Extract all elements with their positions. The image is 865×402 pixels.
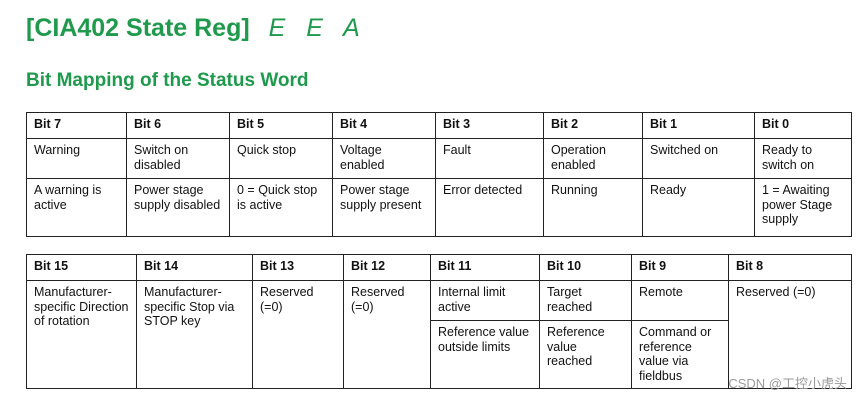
bit-header: Bit 7 [26,112,127,139]
bit-name-cell: Switched on [642,138,755,179]
bit-header: Bit 14 [136,254,253,281]
bit-header: Bit 10 [539,254,632,281]
bit-name-cell: Warning [26,138,127,179]
bit-name-row: Manufacturer-specific Direction of rotat… [26,280,852,389]
bit-meaning-cell: Command or reference value via fieldbus [631,320,729,389]
bit-name-cell: Fault [435,138,544,179]
bit-header: Bit 4 [332,112,436,139]
bit-header: Bit 11 [430,254,540,281]
bit-meaning-cell: A warning is active [26,178,127,237]
bit-name-cell: Operation enabled [543,138,643,179]
status-word-table-bits-15-8: Bit 15 Bit 14 Bit 13 Bit 12 Bit 11 Bit 1… [26,254,852,389]
bit-name-cell: Reserved (=0) [343,280,431,389]
bit-header: Bit 15 [26,254,137,281]
bit-name-row: Warning Switch on disabled Quick stop Vo… [26,138,852,179]
bit-header: Bit 0 [754,112,852,139]
bit-meaning-cell: 1 = Awaiting power Stage supply [754,178,852,237]
title-text: [CIA402 State Reg] [26,14,250,42]
bit-name-cell: Reserved (=0) [728,280,852,389]
bit-name-cell: Quick stop [229,138,333,179]
bit-header: Bit 9 [631,254,729,281]
bit-meaning-cell: Power stage supply disabled [126,178,230,237]
bit-name-cell: Remote [631,280,729,321]
bit-name-cell: Reserved (=0) [252,280,344,389]
bit-name-cell: Manufacturer-specific Stop via STOP key [136,280,253,389]
bit-header: Bit 5 [229,112,333,139]
status-word-table-bits-7-0: Bit 7 Bit 6 Bit 5 Bit 4 Bit 3 Bit 2 Bit … [26,112,852,237]
bit-meaning-cell: 0 = Quick stop is active [229,178,333,237]
bit-header: Bit 12 [343,254,431,281]
bit-header: Bit 8 [728,254,852,281]
bit-name-cell: Ready to switch on [754,138,852,179]
header-row: Bit 7 Bit 6 Bit 5 Bit 4 Bit 3 Bit 2 Bit … [26,112,852,139]
watermark: CSDN @工控小虎头 [728,376,847,391]
header-row: Bit 15 Bit 14 Bit 13 Bit 12 Bit 11 Bit 1… [26,254,852,281]
bit-name-cell: Target reached [539,280,632,321]
title-code: E E A [268,14,367,42]
bit-meaning-row: Reference value outside limits Reference… [27,320,852,389]
bit-meaning-cell: Ready [642,178,755,237]
bit-header: Bit 13 [252,254,344,281]
bit-header: Bit 3 [435,112,544,139]
bit-meaning-cell: Reference value reached [539,320,632,389]
bit-header: Bit 6 [126,112,230,139]
page-title: [CIA402 State Reg] E E A [26,14,367,43]
bit-header: Bit 2 [543,112,643,139]
bit-meaning-row: A warning is active Power stage supply d… [26,178,852,237]
bit-meaning-cell: Error detected [435,178,544,237]
bit-header: Bit 1 [642,112,755,139]
bit-meaning-cell: Power stage supply present [332,178,436,237]
bit-name-cell: Switch on disabled [126,138,230,179]
bit-meaning-cell: Running [543,178,643,237]
bit-name-cell: Internal limit active [430,280,540,321]
bit-name-cell: Voltage enabled [332,138,436,179]
bit-name-cell: Manufacturer-specific Direction of rotat… [26,280,137,389]
bit-meaning-cell: Reference value outside limits [430,320,540,389]
section-heading: Bit Mapping of the Status Word [26,70,309,91]
